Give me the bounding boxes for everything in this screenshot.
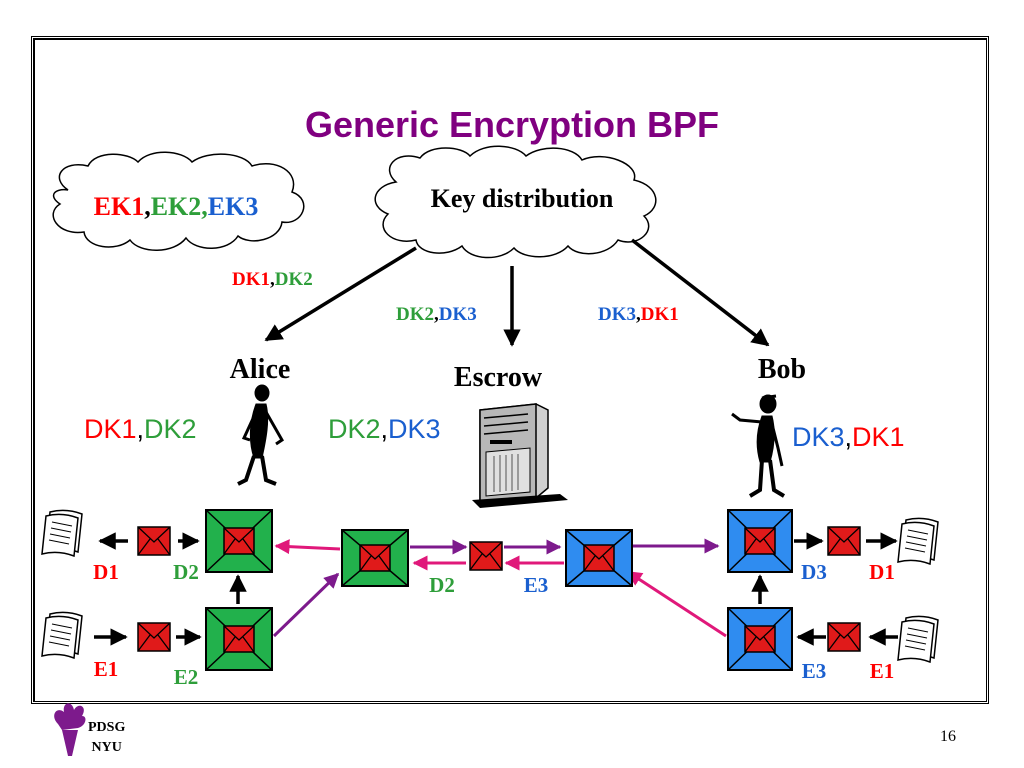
page-title: Generic Encryption BPF [305,104,719,145]
envelope-icon [583,544,615,572]
cloud-encryption-keys: EK1,EK2,EK3 [52,151,305,251]
document-stack-icon-alice-in [41,611,83,659]
arrow-to-alice [264,246,417,342]
footer-org: PDSG NYU [88,718,125,758]
label-escrow-d2: D2 [429,573,455,597]
svg-text:EK1,EK2,EK3: EK1,EK2,EK3 [94,192,259,221]
party-name-alice: Alice [230,354,291,385]
arrow-to-bob [630,238,770,347]
key-distribution-label: Key distribution [431,184,614,213]
label-alice-in: E1 [94,657,119,681]
key-ek3: EK3 [208,192,259,221]
label-bob-out: D1 [869,560,895,584]
envelope-icon [359,544,391,572]
key-ek2: EK2 [151,192,202,221]
arrow-label-alice: DK1,DK2 [232,269,313,290]
key-sep1: , [144,192,151,221]
key-ek1: EK1 [94,192,145,221]
slide-frame [31,36,989,704]
party-name-escrow: Escrow [454,362,543,393]
label-alice-d2: D2 [173,560,199,584]
bob-encrypt-box [727,607,793,671]
label-alice-out: D1 [93,560,119,584]
footer-org-line2: NYU [91,740,122,755]
document-stack-icon-bob-out [897,517,939,565]
alice-decrypt-box [205,509,273,573]
document-stack-icon-bob-in [897,615,939,663]
envelope-icon [223,527,255,555]
escrow-green-box [341,529,409,587]
escrow-blue-box [565,529,633,587]
envelope-icon-bob-d [827,526,861,556]
envelope-icon-escrow [469,541,503,571]
bob-decrypt-box [727,509,793,573]
nyu-torch-logo [54,703,86,756]
escrow-server-icon [472,403,568,508]
bob-person-icon [731,394,786,498]
envelope-icon-alice-d [137,526,171,556]
envelope-icon [744,527,776,555]
label-bob-e3: E3 [802,659,827,683]
envelope-icon [744,625,776,653]
envelope-icon [223,625,255,653]
party-keys-bob: DK3,DK1 [792,422,905,452]
key-sep2: , [201,192,208,221]
party-keys-escrow: DK2,DK3 [328,414,441,444]
party-name-bob: Bob [758,354,806,385]
label-escrow-e3: E3 [524,573,549,597]
party-keys-alice: DK1,DK2 [84,414,197,444]
footer-org-line1: PDSG [88,720,126,735]
label-bob-d3: D3 [801,560,827,584]
alice-encrypt-box [205,607,273,671]
label-alice-e2: E2 [174,665,199,689]
alice-person-icon [237,384,284,486]
cloud-key-distribution: Key distribution [374,145,657,259]
arrow-label-bob: DK3,DK1 [598,304,679,325]
envelope-icon-alice-e [137,622,171,652]
envelope-icon-bob-e [827,622,861,652]
label-bob-in: E1 [870,659,895,683]
page-number: 16 [940,728,956,745]
document-stack-icon-alice-out [41,509,83,557]
arrow-label-escrow: DK2,DK3 [396,304,477,325]
